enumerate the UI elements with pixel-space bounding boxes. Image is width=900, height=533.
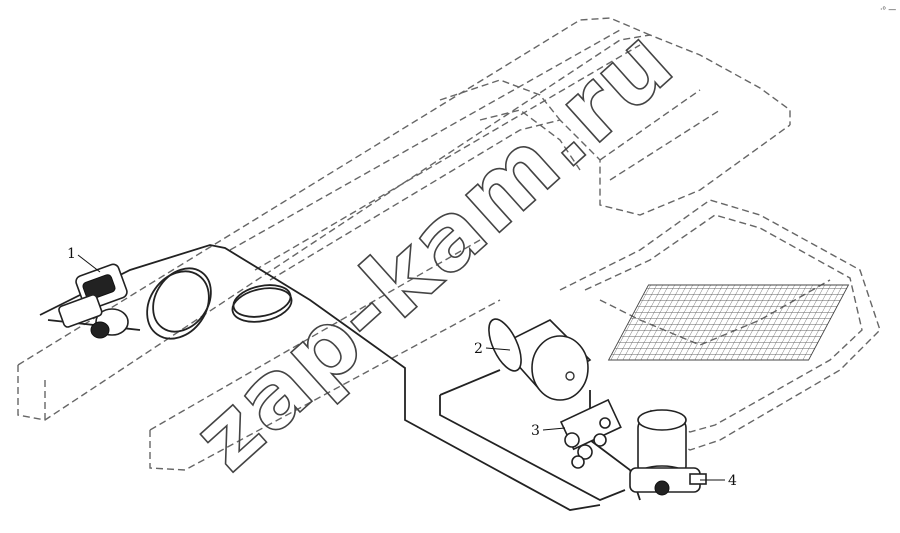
hose-coil-2 xyxy=(231,287,293,323)
hose-coil-1b xyxy=(152,267,212,333)
leader-2 xyxy=(485,347,511,351)
callout-1: 1 xyxy=(67,246,76,262)
air-dryer xyxy=(629,409,707,496)
callout-2: 2 xyxy=(474,341,483,357)
callout-3: 3 xyxy=(531,423,540,439)
chassis-frame xyxy=(17,17,791,471)
leader-3 xyxy=(542,427,566,431)
four-circuit-valve xyxy=(559,398,622,469)
battery-tray xyxy=(559,199,881,451)
corner-mark: ·⁰ — xyxy=(880,5,896,14)
hose-coil-2b xyxy=(232,284,292,318)
leader-1 xyxy=(77,254,101,273)
compressor xyxy=(58,263,129,339)
hose-coil-1 xyxy=(146,270,210,340)
callout-4: 4 xyxy=(728,473,737,489)
air-tank xyxy=(488,318,592,401)
grid-mesh xyxy=(607,284,850,361)
